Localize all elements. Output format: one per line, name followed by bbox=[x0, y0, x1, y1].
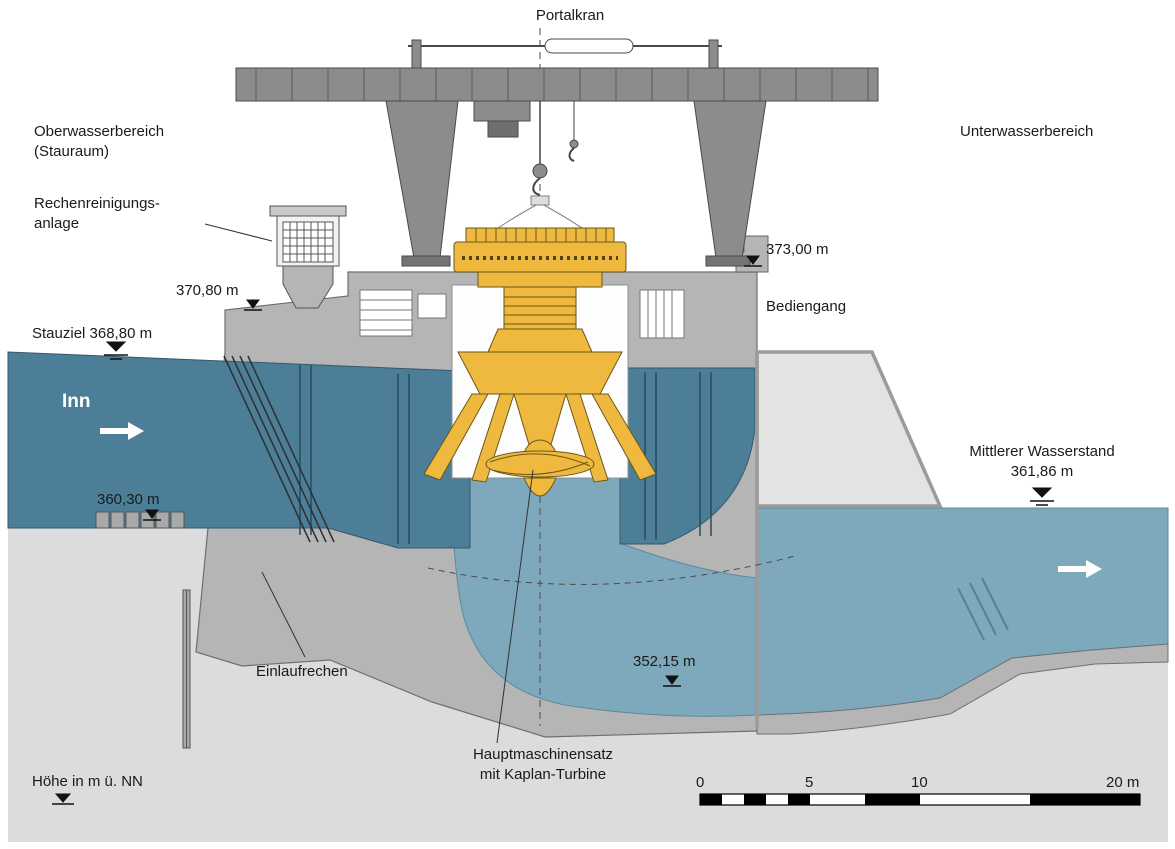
label-hoehe-hinweis: Höhe in m ü. NN bbox=[32, 773, 143, 790]
water-level-icon-stauziel bbox=[104, 341, 128, 360]
right-abutment-block bbox=[755, 350, 943, 508]
upstream-water bbox=[7, 351, 471, 549]
crane-hook bbox=[532, 101, 579, 196]
flow-arrow-downstream-icon bbox=[1058, 560, 1102, 578]
trash-rack bbox=[223, 355, 335, 543]
turbine-head-cover bbox=[457, 351, 623, 395]
kaplan-runner bbox=[485, 450, 595, 478]
label-bediengang: Bediengang bbox=[766, 298, 847, 315]
crane-leg-left bbox=[385, 100, 459, 259]
scale-tick-20: 20 m bbox=[1106, 774, 1140, 791]
draft-tube-water bbox=[451, 477, 1169, 717]
label-unterwasserbereich: Unterwasserbereich bbox=[960, 123, 1094, 140]
deck-details bbox=[359, 289, 685, 339]
label-einlaufrechen: Einlaufrechen bbox=[256, 663, 348, 680]
scale-tick-10: 10 bbox=[911, 774, 928, 791]
flow-arrow-upstream-icon bbox=[100, 422, 144, 440]
crane-trolley bbox=[473, 100, 531, 122]
scale-tick-5: 5 bbox=[805, 774, 814, 791]
label-elevation-352: 352,15 m bbox=[633, 653, 696, 670]
portal-crane bbox=[235, 38, 879, 267]
crane-leg-right bbox=[693, 100, 767, 259]
rack-cleaner-building bbox=[269, 205, 347, 309]
label-elevation-360: 360,30 m bbox=[97, 491, 160, 508]
label-elevation-373: 373,00 m bbox=[766, 241, 829, 258]
elevation-marker-373-icon bbox=[744, 255, 762, 267]
elevation-marker-370-icon bbox=[244, 299, 262, 311]
label-portalkran: Portalkran bbox=[535, 7, 605, 24]
generator-top bbox=[465, 227, 615, 243]
sheet-pile-wall bbox=[182, 589, 191, 749]
label-inn-river: Inn bbox=[62, 391, 91, 412]
water-level-icon-tailwater bbox=[1030, 487, 1054, 506]
label-hauptmaschinensatz: Hauptmaschinensatz mit Kaplan-Turbine bbox=[472, 746, 614, 783]
scale-tick-0: 0 bbox=[696, 774, 705, 791]
label-mittlerer-wasserstand: Mittlerer Wasserstand 361,86 m bbox=[969, 443, 1115, 480]
elevation-marker-legend-icon bbox=[52, 793, 74, 805]
label-oberwasserbereich: Oberwasserbereich (Stauraum) bbox=[34, 123, 165, 160]
downstream-hatch bbox=[957, 577, 1009, 641]
label-elevation-370: 370,80 m bbox=[176, 282, 239, 299]
tailwater-bed bbox=[756, 643, 1169, 735]
elevation-marker-352-icon bbox=[663, 675, 681, 687]
runner-nose-cone bbox=[523, 477, 557, 497]
main-machine-set bbox=[423, 227, 657, 497]
elevation-marker-360-icon bbox=[143, 509, 161, 521]
pointer-lines bbox=[204, 223, 534, 744]
label-rechenreinigungsanlage: Rechenreinigungs- anlage bbox=[34, 195, 160, 232]
hidden-draft-tube-edge bbox=[427, 555, 796, 585]
label-stauziel: Stauziel 368,80 m bbox=[32, 325, 153, 342]
scale-bar bbox=[699, 793, 1141, 806]
turbine-flow-pocket bbox=[619, 367, 756, 545]
turbine-shaft bbox=[503, 286, 577, 330]
